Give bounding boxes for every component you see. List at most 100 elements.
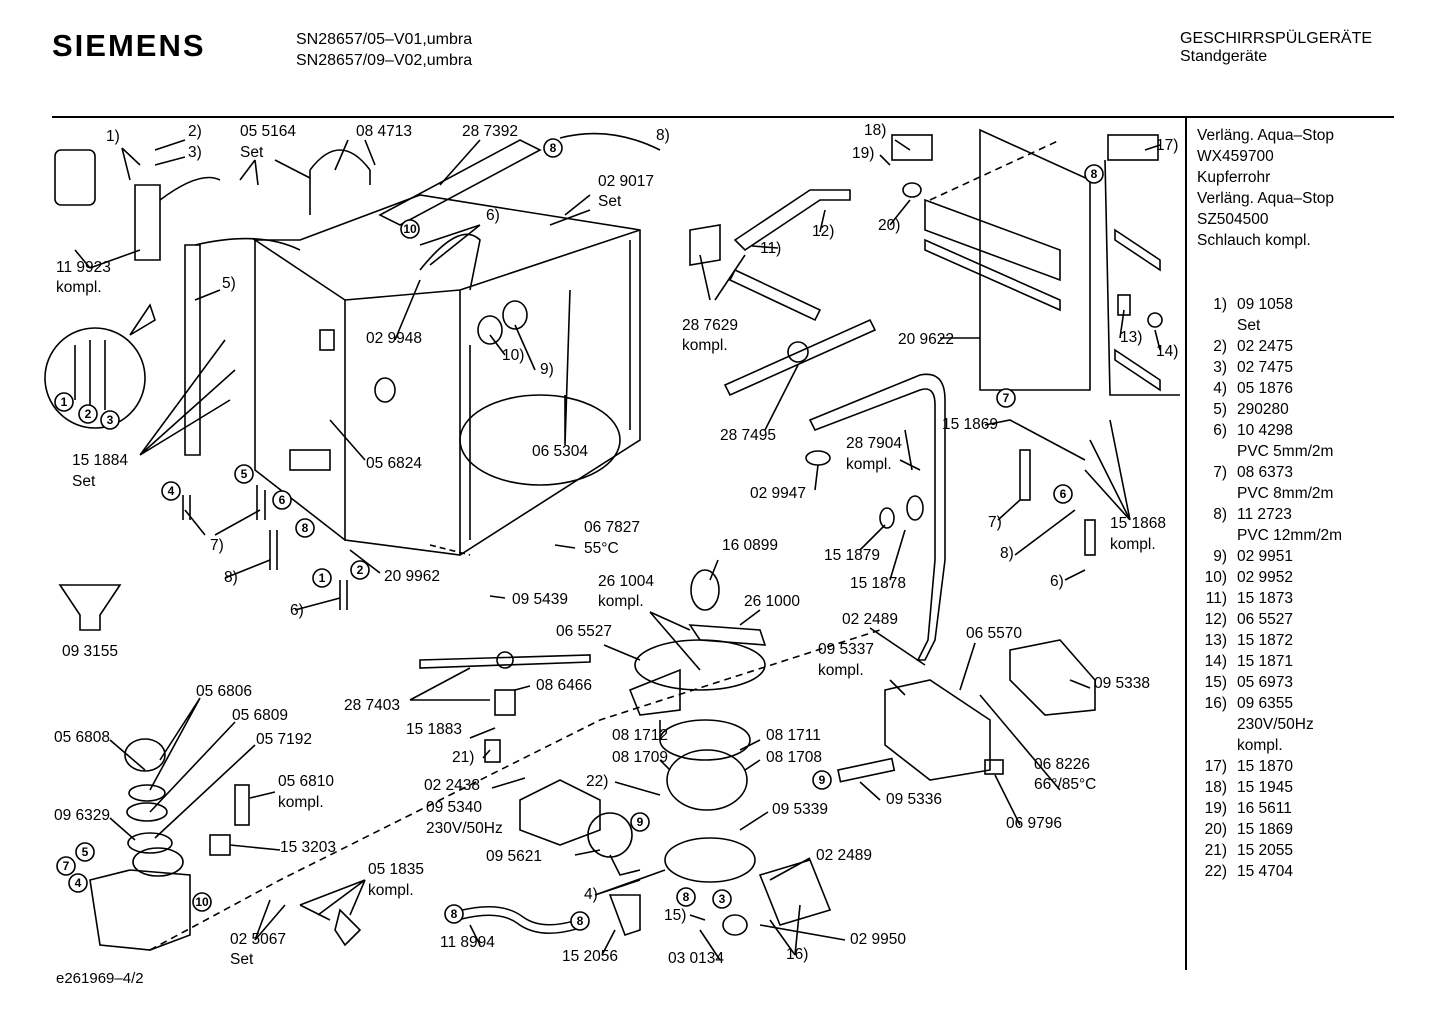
part-label: 02 2489 bbox=[816, 847, 872, 864]
part-code: 15 4704 bbox=[1237, 863, 1294, 880]
part-label: 08 1711 bbox=[766, 727, 821, 744]
side-note: WX459700 bbox=[1197, 148, 1274, 165]
circled-number: 6 bbox=[1060, 487, 1067, 501]
side-note: Kupferrohr bbox=[1197, 169, 1271, 186]
part-code: 11 2723 bbox=[1237, 506, 1292, 523]
part-label: Set bbox=[598, 193, 622, 210]
part-number-index: 19) bbox=[1204, 800, 1227, 817]
circled-number-callout: 5 bbox=[234, 464, 254, 484]
part-label: 6) bbox=[290, 602, 304, 619]
circled-number-callout: 6 bbox=[1053, 484, 1073, 504]
part-code: 15 1872 bbox=[1237, 632, 1294, 649]
circled-number-callout: 7 bbox=[56, 856, 76, 876]
part-label: 05 6810 bbox=[278, 773, 334, 790]
part-label: Set bbox=[240, 144, 264, 161]
part-label: kompl. bbox=[1110, 536, 1156, 553]
part-label: 05 5164 bbox=[240, 123, 296, 140]
part-label: 9) bbox=[540, 361, 554, 378]
circled-number: 8 bbox=[683, 890, 690, 904]
circled-number: 3 bbox=[719, 892, 726, 906]
part-label: 08 1708 bbox=[766, 749, 822, 766]
side-note: Schlauch kompl. bbox=[1197, 232, 1311, 249]
part-code: 02 9951 bbox=[1237, 548, 1294, 565]
parts-list-item: 20)15 1869 bbox=[1187, 819, 1342, 840]
part-number-index: 16) bbox=[1204, 695, 1227, 712]
side-note: Verläng. Aqua–Stop bbox=[1197, 127, 1335, 144]
part-code: 15 1873 bbox=[1237, 590, 1294, 607]
parts-list-item: 10)02 9952 bbox=[1187, 567, 1342, 588]
circled-number-callout: 8 bbox=[543, 138, 563, 158]
parts-list-item: 9) 02 9951 bbox=[1187, 546, 1342, 567]
part-label: 05 6824 bbox=[366, 455, 422, 472]
part-label: 20 9962 bbox=[384, 568, 440, 585]
diagram-drawing bbox=[44, 128, 1180, 961]
part-label: 02 5067 bbox=[230, 931, 286, 948]
part-code: 15 1945 bbox=[1237, 779, 1294, 796]
part-code: 09 1058 bbox=[1237, 296, 1294, 313]
circled-number: 8 bbox=[451, 907, 458, 921]
circled-number-callout: 2 bbox=[78, 404, 98, 424]
part-label: 28 7904 bbox=[846, 435, 902, 452]
part-label: 15 1879 bbox=[824, 547, 880, 564]
circled-number-callout: 10 bbox=[400, 219, 420, 239]
part-comment: PVC 8mm/2m bbox=[1237, 485, 1334, 502]
part-code: 290280 bbox=[1237, 401, 1289, 418]
parts-list-item: 3)02 7475 bbox=[1187, 357, 1342, 378]
part-label: 08 6466 bbox=[536, 677, 592, 694]
part-number-index: 2) bbox=[1213, 338, 1227, 355]
circled-number: 4 bbox=[168, 484, 175, 498]
parts-list-item: 22)15 4704 bbox=[1187, 861, 1342, 882]
part-label: 16) bbox=[786, 946, 808, 963]
part-label: 09 5439 bbox=[512, 591, 568, 608]
part-comment: Set bbox=[1237, 317, 1261, 334]
part-label: 02 9948 bbox=[366, 330, 422, 347]
circled-number-callout: 4 bbox=[161, 481, 181, 501]
brand-logo: SIEMENS bbox=[52, 28, 206, 63]
part-label: 3) bbox=[188, 144, 202, 161]
part-label: 12) bbox=[812, 223, 834, 240]
part-label: 05 1835 bbox=[368, 861, 424, 878]
circled-number-callout: 8 bbox=[1084, 164, 1104, 184]
part-label: 2) bbox=[188, 123, 202, 140]
circled-number: 3 bbox=[107, 413, 114, 427]
part-label: 26 1004 bbox=[598, 573, 654, 590]
circled-number-callout: 8 bbox=[676, 887, 696, 907]
part-comment: PVC 12mm/2m bbox=[1237, 527, 1343, 544]
part-code: 16 5611 bbox=[1237, 800, 1292, 817]
part-number-index: 8) bbox=[1213, 506, 1227, 523]
part-code: 15 2055 bbox=[1237, 842, 1294, 859]
model-line-1: SN28657/05–V01,umbra bbox=[296, 31, 473, 48]
part-number-index: 1) bbox=[1213, 296, 1227, 313]
part-label: kompl. bbox=[682, 337, 728, 354]
part-code: 02 9952 bbox=[1237, 569, 1294, 586]
part-label: 20 9622 bbox=[898, 331, 954, 348]
circled-number: 6 bbox=[279, 493, 286, 507]
part-label: 09 5621 bbox=[486, 848, 542, 865]
part-code: 06 5527 bbox=[1237, 611, 1294, 628]
circled-number: 9 bbox=[637, 815, 644, 829]
circled-number-callout: 1 bbox=[54, 392, 74, 412]
part-label: 05 7192 bbox=[256, 731, 312, 748]
part-code: 15 1869 bbox=[1237, 821, 1294, 838]
circled-number: 10 bbox=[195, 895, 209, 909]
part-label: 03 0134 bbox=[668, 950, 724, 967]
part-code: 05 6973 bbox=[1237, 674, 1294, 691]
circled-number: 9 bbox=[819, 773, 826, 787]
circled-number: 2 bbox=[85, 407, 92, 421]
part-label: 19) bbox=[852, 145, 874, 162]
circled-number: 10 bbox=[403, 222, 417, 236]
part-label: 10) bbox=[502, 347, 524, 364]
part-label: 02 9950 bbox=[850, 931, 906, 948]
parts-list-item: 5)290280 bbox=[1187, 399, 1342, 420]
part-number-index: 9) bbox=[1213, 548, 1227, 565]
part-label: 15 1869 bbox=[942, 416, 998, 433]
circled-number-callout: 8 bbox=[570, 911, 590, 931]
part-label: 26 1000 bbox=[744, 593, 800, 610]
circled-number-callout: 9 bbox=[630, 812, 650, 832]
part-label: kompl. bbox=[56, 279, 102, 296]
circled-number: 8 bbox=[550, 141, 557, 155]
circled-number-callout: 2 bbox=[350, 560, 370, 580]
